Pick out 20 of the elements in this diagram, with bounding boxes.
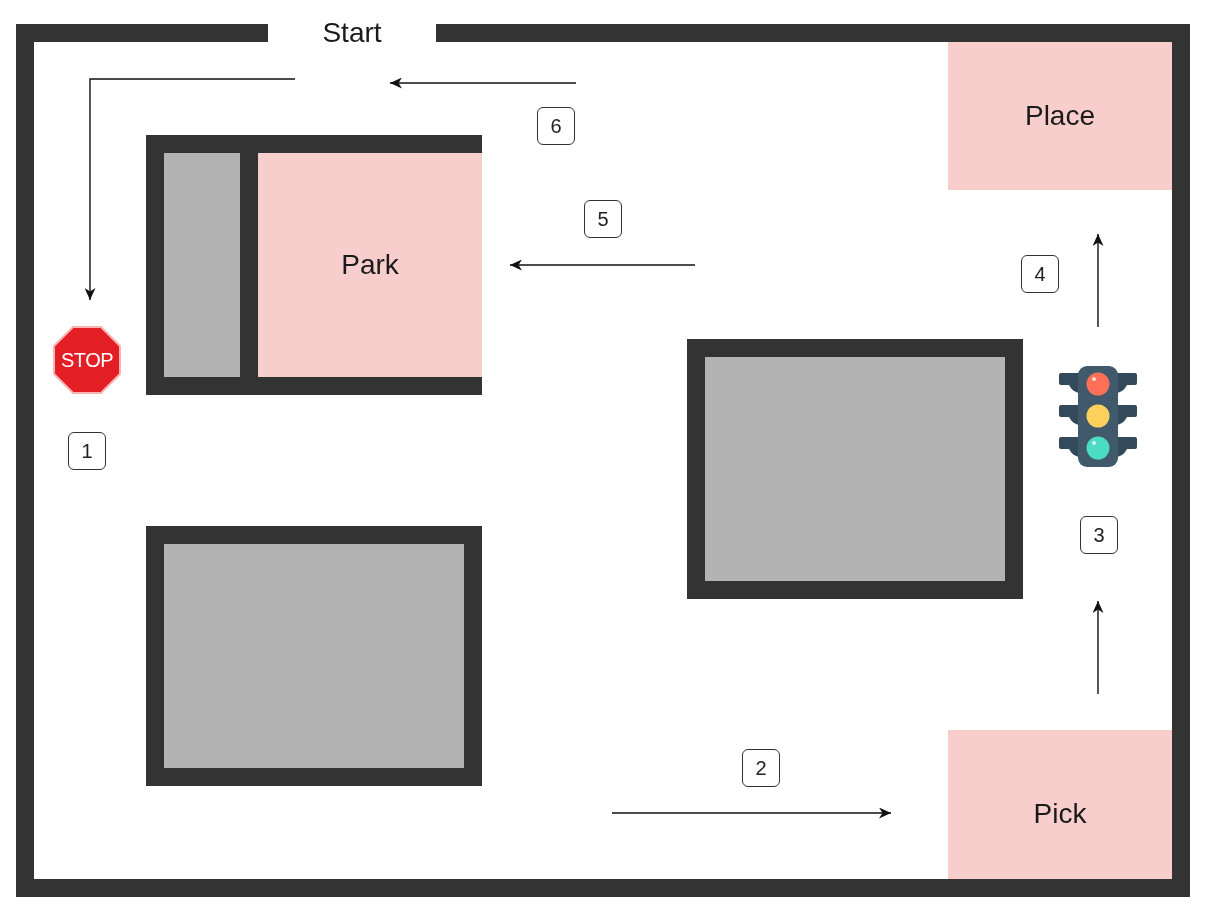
zone-area: [948, 42, 1172, 190]
stop-sign: [53, 326, 121, 394]
callout-number: 2: [742, 749, 780, 787]
callout-number: 5: [584, 200, 622, 238]
storage-bay: [164, 153, 240, 377]
zone-label: Pick: [1033, 799, 1087, 828]
callout-number: 1: [68, 432, 106, 470]
zone-area: [258, 153, 482, 377]
obstacle-block: [146, 526, 482, 786]
callout-number: 4: [1021, 255, 1059, 293]
room-wall: [16, 24, 1190, 897]
sign-label: STOP: [60, 350, 114, 370]
callout-number: 3: [1080, 516, 1118, 554]
zone-label: Place: [1024, 102, 1095, 130]
callout-number: 6: [537, 107, 575, 145]
zone-label: Park: [341, 251, 399, 279]
obstacle-block: [687, 339, 1023, 599]
bay-frame: [146, 135, 482, 395]
zone-area: [948, 730, 1172, 879]
entrance-label: Start: [322, 19, 382, 47]
